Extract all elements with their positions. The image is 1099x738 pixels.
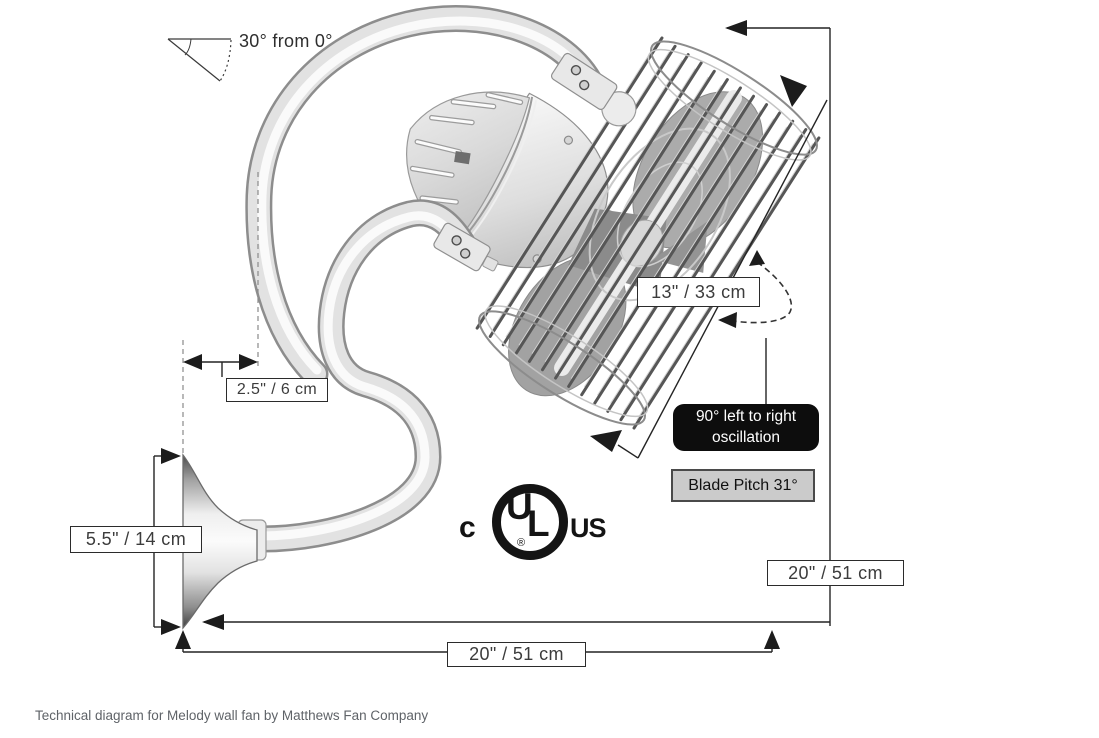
fan-cage <box>475 36 821 430</box>
vent-slots <box>409 92 524 205</box>
mounting-arm-lower <box>248 199 478 553</box>
ul-logo-us: US <box>570 513 607 543</box>
angle-indicator <box>167 38 232 82</box>
arm-coupler-bottom <box>433 222 491 272</box>
arm-coupler-top <box>550 52 637 127</box>
ul-logo-registered: ® <box>517 537 526 549</box>
wall-bell <box>182 453 267 630</box>
arm-depth-dimension <box>182 172 259 453</box>
label-bracket-height: 5.5" / 14 cm <box>70 526 202 553</box>
oscillation-badge: 90° left to right oscillation <box>673 404 819 451</box>
overall-border-lines <box>202 20 831 630</box>
oscillation-badge-line1: 90° left to right <box>695 408 797 426</box>
blade-pitch-badge: Blade Pitch 31° <box>671 469 815 502</box>
cage-rims <box>478 40 818 426</box>
guard-bars-highlight <box>479 43 814 421</box>
oscillation-arrow <box>718 250 793 328</box>
label-fan-diameter: 13" / 33 cm <box>637 277 760 307</box>
label-arm-depth: 2.5" / 6 cm <box>226 378 328 402</box>
motor-housing <box>406 91 634 272</box>
angle-note: 30° from 0° <box>239 31 333 51</box>
mounting-arm-upper <box>245 5 606 388</box>
ul-certification-logo: c U L ® US <box>458 482 628 566</box>
label-overall-height: 20" / 51 cm <box>767 560 904 586</box>
ul-logo-u: U <box>506 486 533 527</box>
ul-logo-ring <box>492 484 568 560</box>
guard-bars <box>475 36 821 430</box>
caption: Technical diagram for Melody wall fan by… <box>35 708 429 723</box>
ul-logo-l: L <box>527 503 550 544</box>
label-overall-width: 20" / 51 cm <box>447 642 586 667</box>
ul-logo-c: c <box>459 511 476 544</box>
oscillation-badge-line2: oscillation <box>711 428 781 446</box>
